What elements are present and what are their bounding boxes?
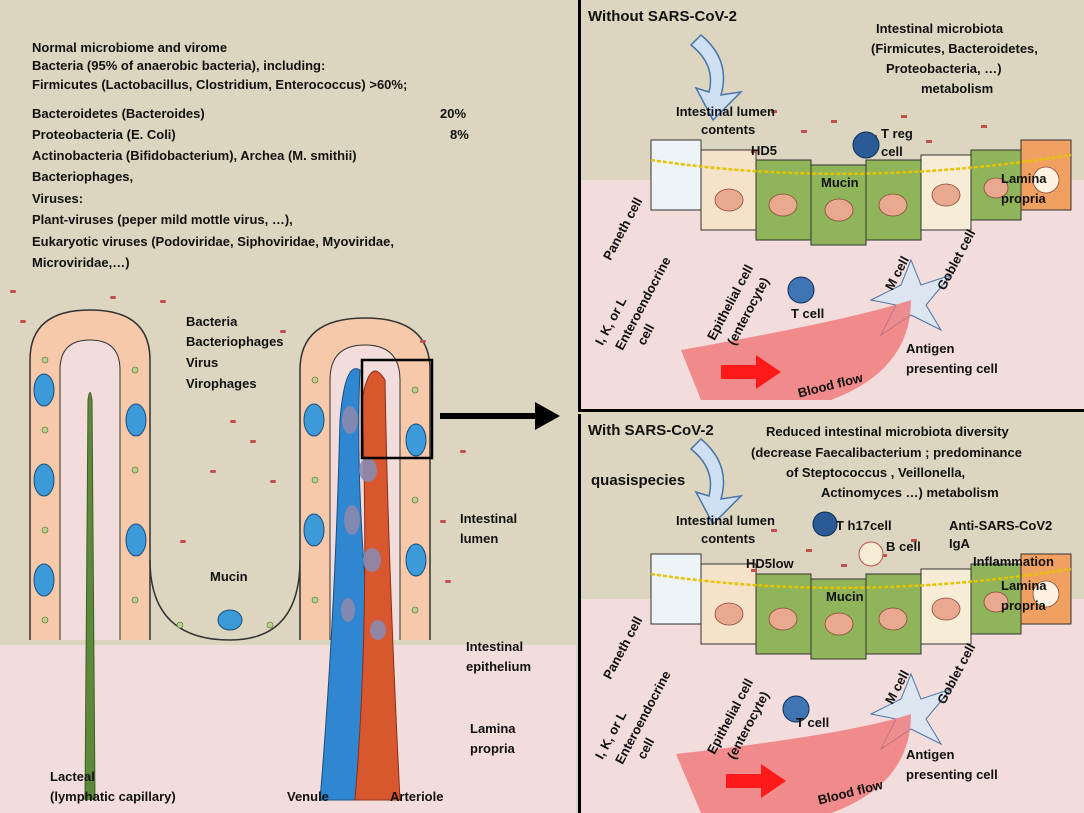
microbiome-line: Actinobacteria (Bifidobacterium), Archea… — [32, 148, 357, 163]
venule-label: Venule — [287, 789, 329, 804]
intestinal-lumen-label: Intestinal — [460, 511, 518, 526]
microbiome-line: Bacteriophages, — [32, 169, 134, 184]
lumen-contents-label: contents — [701, 531, 756, 546]
lamina-propria-label: propria — [470, 741, 515, 756]
intestinal-lumen-label: lumen — [460, 531, 499, 546]
panel-title: With SARS-CoV-2 — [588, 422, 714, 439]
apc-label: presenting cell — [906, 767, 998, 782]
antibody-label: Anti-SARS-CoV2 — [949, 518, 1053, 533]
mucin-label: Mucin — [210, 569, 248, 584]
microbiota-label: (Firmicutes, Bacteroidetes, — [871, 41, 1038, 56]
panel-title: Without SARS-CoV-2 — [588, 8, 738, 25]
microbiota-label: Proteobacteria, …) — [886, 61, 1002, 76]
villus-panel: Normal microbiome and virome Bacteria (9… — [0, 40, 576, 813]
reduced-diversity-label: Reduced intestinal microbiota diversity — [766, 424, 1009, 439]
proteobacteria-percent: 8% — [450, 127, 469, 142]
hd5-label: HD5 — [751, 143, 778, 158]
microbiome-line: Eukaryotic viruses (Podoviridae, Siphovi… — [32, 234, 394, 249]
apc-label: Antigen — [906, 341, 955, 356]
microbiome-line: Proteobacteria (E. Coli) — [32, 127, 176, 142]
t-cell-label: T cell — [791, 306, 825, 321]
b-cell-label: B cell — [886, 539, 921, 554]
microbiota-label: of Steptococcus , Veillonella, — [786, 465, 966, 480]
lamina-propria-label: propria — [1001, 598, 1046, 613]
lamina-propria-label: Lamina — [470, 721, 516, 736]
t-cell-label: T cell — [796, 715, 830, 730]
lumen-contents-label: Intestinal lumen — [676, 104, 775, 119]
villus-illustration — [0, 290, 576, 813]
intestinal-epithelium-label: epithelium — [466, 659, 532, 674]
antibody-label: IgA — [949, 536, 970, 551]
microbiome-line: Plant-viruses (peper mild mottle virus, … — [32, 212, 293, 227]
arteriole-label: Arteriole — [390, 789, 444, 804]
microbiota-label: Intestinal microbiota — [876, 21, 1004, 36]
epithelium-illustration-normal — [581, 33, 1084, 409]
apc-label: Antigen — [906, 747, 955, 762]
lumen-label: Virophages — [186, 376, 257, 391]
lumen-label: Bacteria — [186, 314, 238, 329]
microbiota-label: metabolism — [921, 81, 994, 96]
microbiota-label: Actinomyces …) metabolism — [821, 485, 999, 500]
mucin-label: Mucin — [821, 175, 859, 190]
lamina-propria-label: propria — [1001, 191, 1046, 206]
lumen-label: Bacteriophages — [186, 334, 284, 349]
lumen-label: Virus — [186, 355, 219, 370]
bacteroidetes-percent: 20% — [440, 106, 467, 121]
microbiota-label: (decrease Faecalibacterium ; predominanc… — [751, 445, 1022, 460]
epithelium-illustration-infected — [581, 437, 1084, 813]
lumen-contents-label: contents — [701, 122, 756, 137]
microbiome-line: Microviridae,…) — [32, 255, 130, 270]
microbiome-line: Bacteroidetes (Bacteroides) — [32, 106, 205, 121]
treg-label: cell — [881, 144, 903, 159]
lacteal-label: (lymphatic capillary) — [50, 789, 176, 804]
without-sars-panel: Without SARS-CoV-2 Intestinal microbiota… — [578, 0, 1084, 412]
microbiome-line: Normal microbiome and virome — [32, 40, 228, 55]
lacteal-label: Lacteal — [50, 769, 95, 784]
lamina-propria-label: Lamina — [1001, 578, 1047, 593]
mucin-label: Mucin — [826, 589, 864, 604]
inflammation-label: Inflammation — [973, 554, 1054, 569]
intestinal-epithelium-label: Intestinal — [466, 639, 524, 654]
microbiome-line: Firmicutes (Lactobacillus, Clostridium, … — [32, 77, 408, 92]
with-sars-panel: With SARS-CoV-2 Reduced intestinal micro… — [578, 414, 1084, 813]
microbiome-line: Viruses: — [32, 191, 84, 206]
lumen-contents-label: Intestinal lumen — [676, 513, 775, 528]
treg-label: T reg — [881, 126, 913, 141]
quasispecies-label: quasispecies — [591, 472, 686, 489]
hd5low-label: HD5low — [746, 556, 794, 571]
apc-label: presenting cell — [906, 361, 998, 376]
microbiome-line: Bacteria (95% of anaerobic bacteria), in… — [32, 58, 326, 73]
lamina-propria-label: Lamina — [1001, 171, 1047, 186]
th17-label: T h17cell — [836, 518, 892, 533]
